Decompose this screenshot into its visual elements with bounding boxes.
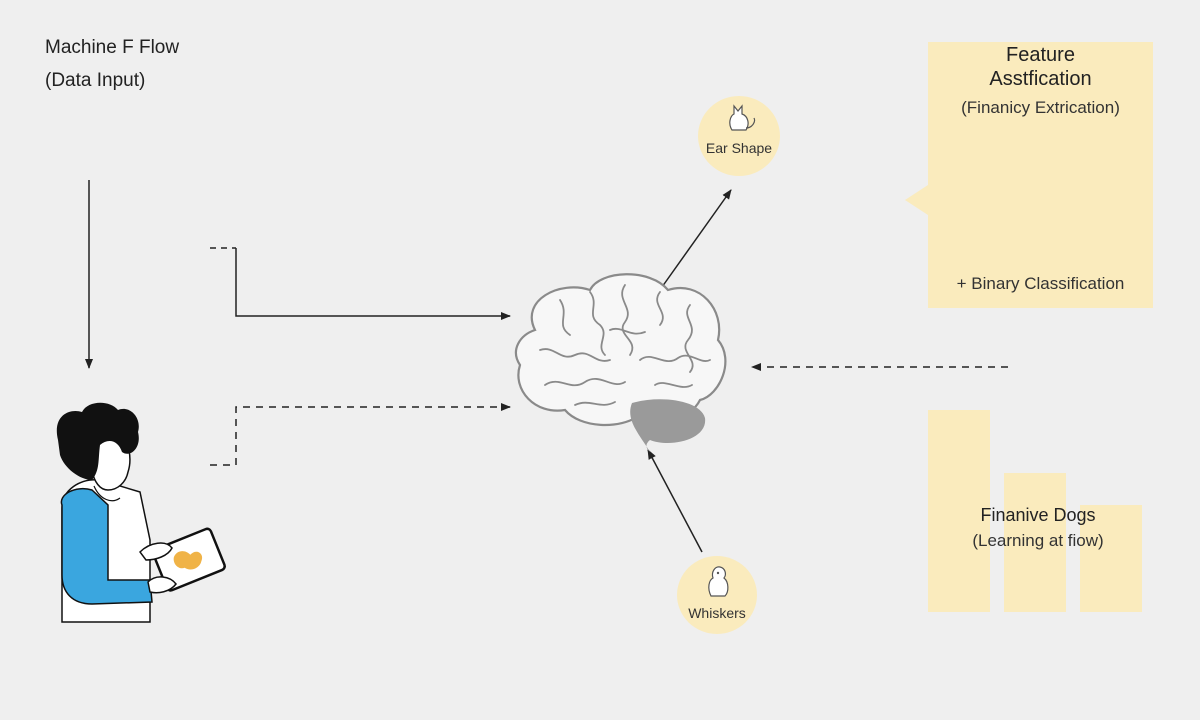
ear-shape-bubble: Ear Shape [698, 96, 780, 176]
feature-panel-pointer [905, 185, 928, 215]
feature-panel: Feature Asstfication (Finanicy Extricati… [928, 42, 1153, 308]
diagram-title: Machine F Flow [45, 37, 180, 58]
diagram-subtitle: (Data Input) [45, 70, 146, 91]
brain-to-ear-arrow [661, 189, 732, 288]
dog-silhouette-icon [708, 566, 729, 597]
feature-panel-subtitle: (Finanicy Extrication) [961, 98, 1120, 117]
feature-panel-title-line2: Asstfication [989, 68, 1092, 90]
bars-panel-title: Finanive Dogs [980, 505, 1096, 525]
whiskers-label: Whiskers [688, 605, 746, 621]
cat-silhouette-icon [729, 104, 756, 131]
whiskers-bubble: Whiskers [677, 556, 757, 634]
solid-data-arrow [210, 247, 511, 320]
bars-panel-subtitle: (Learning at fiow) [972, 531, 1104, 550]
feature-panel-title-line1: Feature [1006, 44, 1075, 66]
bars-panel-bar [1004, 473, 1066, 612]
dashed-data-arrow [210, 403, 511, 466]
bars-panel-bar [928, 410, 990, 612]
bars-panel-bar [1080, 505, 1142, 612]
whiskers-to-brain-arrow [647, 449, 703, 553]
brain-icon [514, 273, 727, 453]
child-with-tablet-icon [56, 402, 226, 623]
ear-shape-label: Ear Shape [705, 140, 773, 156]
feature-panel-footer: + Binary Classification [956, 274, 1125, 293]
